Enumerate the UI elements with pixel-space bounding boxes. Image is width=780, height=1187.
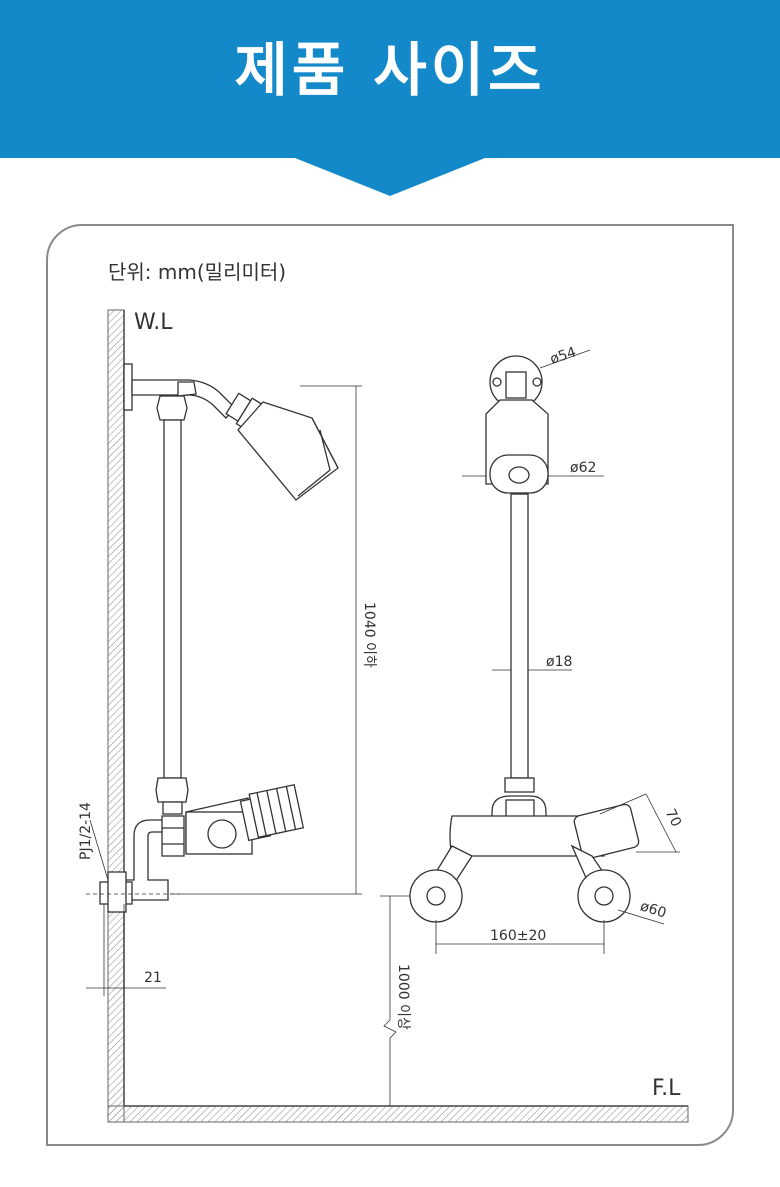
front-view (409, 355, 640, 923)
head-diameter-label: ø62 (570, 460, 597, 476)
unit-label: 단위: mm(밀리미터) (108, 260, 287, 284)
side-view (99, 363, 339, 913)
header-banner (0, 0, 780, 158)
spacing-label: 160±20 (490, 928, 547, 944)
wall-hatch (107, 309, 125, 1123)
height-lower-label: 1000 이상 (395, 964, 411, 1030)
page-title: 제품 사이즈 (234, 36, 546, 104)
floor-line-label: F.L (652, 1076, 681, 1101)
pipe-diameter-label: ø18 (546, 654, 573, 670)
pipe-thread-label: PJ1/2-14 (78, 802, 94, 860)
front-dimensions (380, 349, 680, 1106)
floor-hatch (107, 1105, 689, 1123)
header-notch (290, 156, 490, 196)
height-upper-label: 1040 이하 (361, 602, 377, 668)
side-dimensions (86, 385, 362, 996)
wall-line-label: W.L (134, 310, 173, 335)
wall-offset-label: 21 (144, 970, 162, 986)
